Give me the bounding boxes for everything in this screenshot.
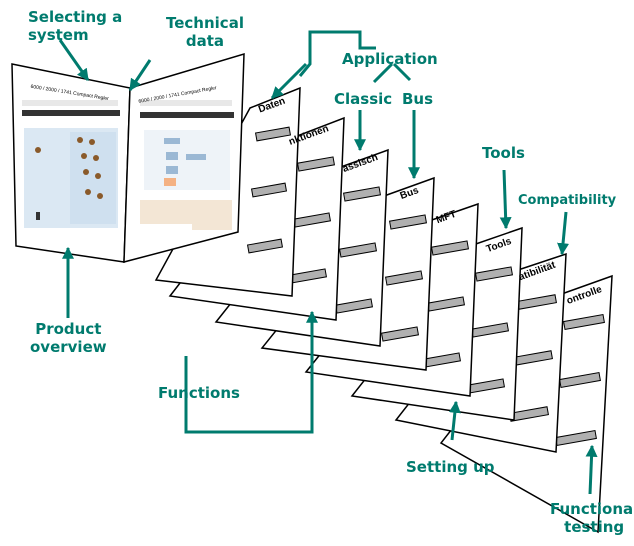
technical-arrow <box>128 59 152 91</box>
functional-arrow <box>585 444 598 495</box>
callout-functions: Functions <box>158 384 240 402</box>
daten-arrow <box>270 62 308 100</box>
callout-selecting-line2: system <box>28 26 89 44</box>
callout-technical-line1: Technical <box>166 14 244 32</box>
callout-tools: Tools <box>482 144 525 162</box>
callout-technical-line2: data <box>185 32 225 50</box>
callout-functional-testing: Functional testing <box>550 500 634 536</box>
compatibility-arrow <box>557 211 569 256</box>
selecting-arrow <box>58 39 90 81</box>
callout-product-line1: Product <box>35 320 102 338</box>
booklet-right-page <box>123 52 245 263</box>
callout-setting-up: Setting up <box>406 458 495 476</box>
callout-product-line2: overview <box>30 338 107 356</box>
booklet-left-page <box>11 63 131 263</box>
callout-product-overview: Product overview <box>30 320 107 356</box>
callout-application: Application <box>342 50 438 68</box>
callout-compatibility: Compatibility <box>518 193 617 208</box>
functions-arrow <box>184 310 318 434</box>
callout-technical-data: Technical data <box>166 14 244 50</box>
callout-classic: Classic <box>334 90 393 108</box>
callout-functional-line1: Functional <box>550 500 634 518</box>
callout-selecting-system: Selecting a system <box>28 8 122 44</box>
setting-up-arrow <box>448 400 461 441</box>
application-connector <box>298 30 376 77</box>
callout-bus: Bus <box>402 90 434 108</box>
tools-arrow <box>499 169 512 230</box>
application-fork-right <box>392 62 412 82</box>
callout-selecting-line1: Selecting a <box>28 8 123 26</box>
application-fork-left <box>372 62 394 84</box>
callout-functional-line2: testing <box>564 518 625 536</box>
